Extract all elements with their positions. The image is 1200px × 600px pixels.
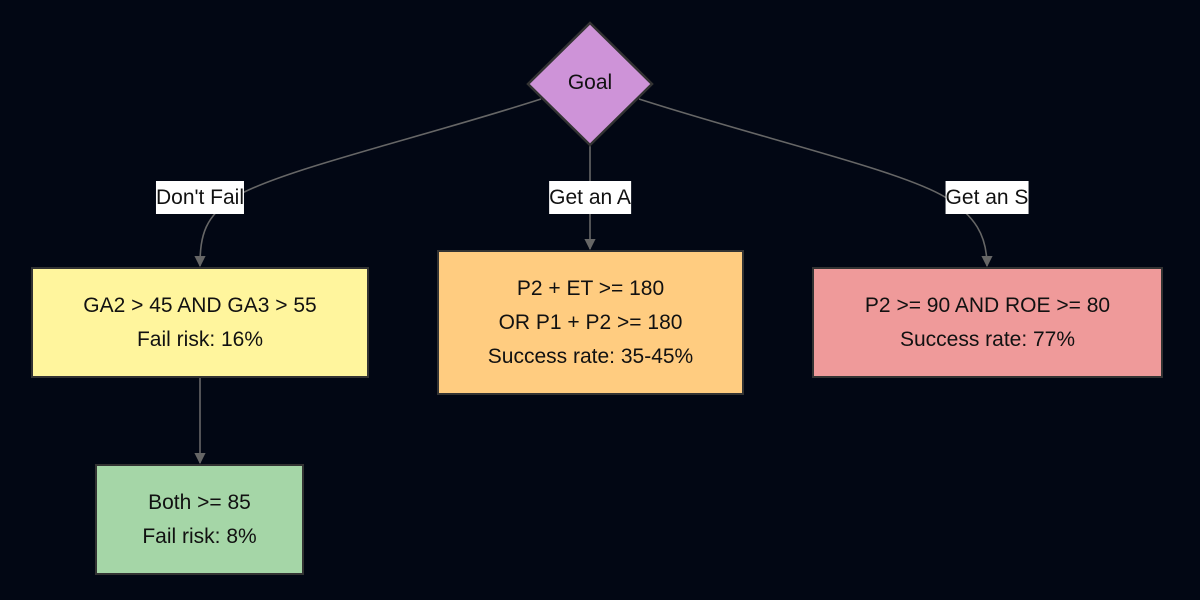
node-get-s-success-rate: Success rate: 77% [899,327,1076,351]
node-both-risk: Fail risk: 8% [142,524,257,548]
goal-label: Goal [567,71,613,94]
edge-label-get-an-s: Get an S [945,181,1029,214]
node-get-a[interactable]: P2 + ET >= 180 OR P1 + P2 >= 180 Success… [437,250,744,395]
goal-diamond[interactable] [526,21,654,147]
node-get-s[interactable]: P2 >= 90 AND ROE >= 80 Success rate: 77% [812,267,1163,378]
node-both-condition: Both >= 85 [148,490,251,514]
node-get-s-condition: P2 >= 90 AND ROE >= 80 [864,293,1111,317]
edge-label-dont-fail: Don't Fail [155,181,245,214]
node-dont-fail-condition: GA2 > 45 AND GA3 > 55 [83,293,317,317]
node-get-a-condition-1: P2 + ET >= 180 [516,276,665,300]
node-get-a-condition-2: OR P1 + P2 >= 180 [498,310,683,334]
edge-label-get-an-a: Get an A [549,181,631,214]
node-get-a-success-rate: Success rate: 35-45% [487,344,694,368]
node-dont-fail[interactable]: GA2 > 45 AND GA3 > 55 Fail risk: 16% [31,267,369,378]
edge-goal-to-get-s [638,98,993,268]
node-dont-fail-risk: Fail risk: 16% [136,327,264,351]
edge-goal-to-dont-fail [194,98,542,268]
node-both[interactable]: Both >= 85 Fail risk: 8% [95,464,304,575]
